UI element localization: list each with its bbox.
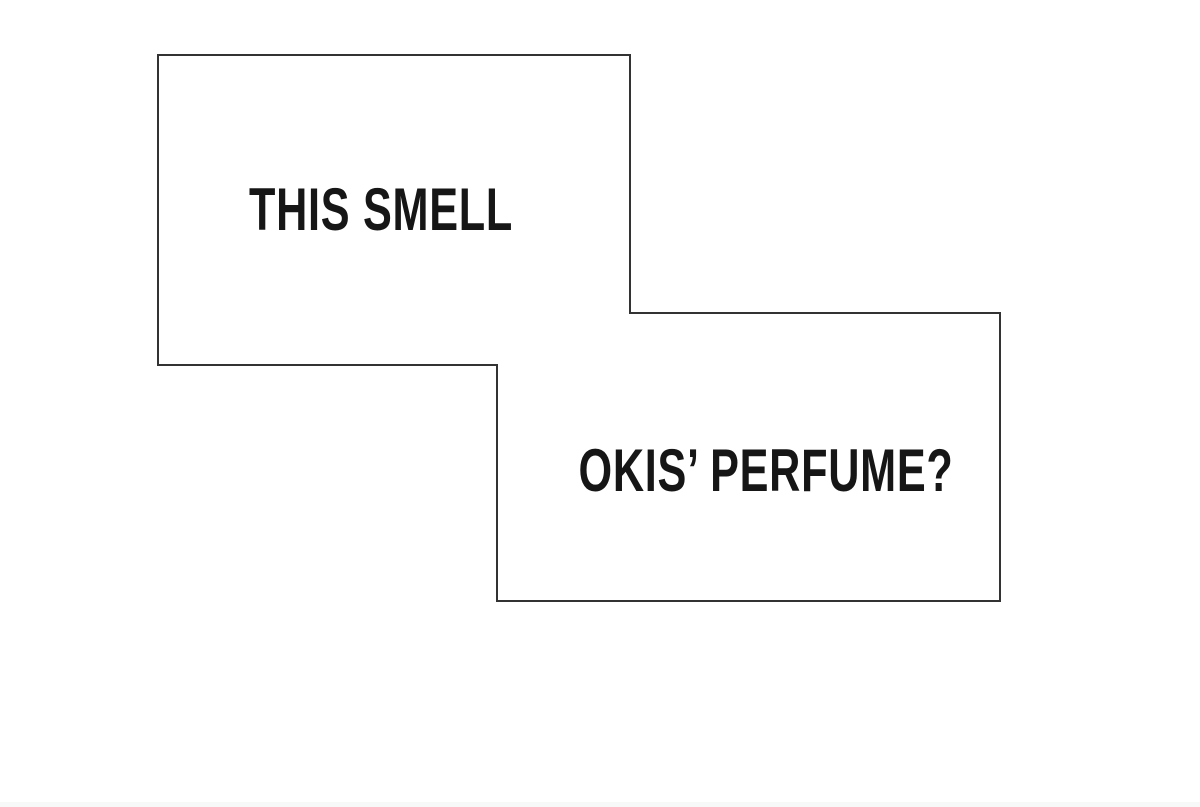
caption-panels-path [157,54,1001,602]
caption-text-okis-perfume: OKIS’ PERFUME? [578,437,954,504]
caption-text-this-smell: THIS SMELL [248,176,514,243]
bottom-edge-strip [0,802,1200,807]
